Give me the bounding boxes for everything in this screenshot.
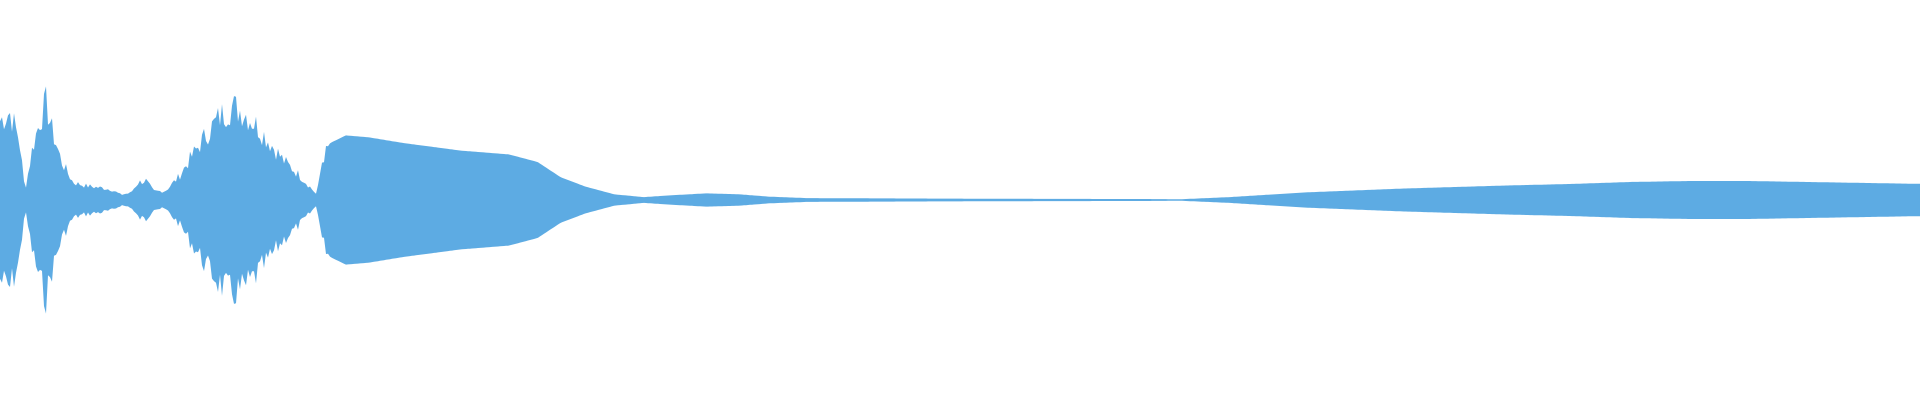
waveform-shape xyxy=(0,86,1920,314)
